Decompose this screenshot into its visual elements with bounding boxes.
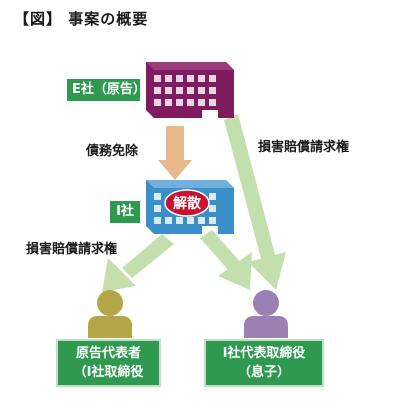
damage-claim-label-left: 損害賠償請求権 — [26, 242, 118, 257]
plaintiff-name-box: 原告代表者 （I社取締役 — [56, 339, 161, 387]
arrow-i-to-director — [200, 230, 252, 290]
plaintiff-person-icon — [88, 290, 132, 338]
damage-claim-label-right: 損害賠償請求権 — [258, 140, 350, 155]
dissolution-seal: 解散 — [164, 189, 210, 217]
director-name-box: I社代表取締役 （息子） — [204, 339, 324, 387]
director-role-line2: （息子） — [237, 365, 290, 380]
arrow-e-to-director — [224, 114, 286, 290]
debt-exemption-label: 債務免除 — [86, 144, 139, 159]
arrow-exemption — [158, 126, 192, 180]
director-role-line1: I社代表取締役 — [222, 346, 306, 361]
company-e-label: E社（原告） — [67, 79, 146, 101]
diagram-title: 【図】 事案の概要 — [14, 10, 149, 28]
plaintiff-role-line1: 原告代表者 — [75, 346, 141, 361]
arrow-i-to-plaintiff — [102, 234, 174, 292]
company-e-building-icon — [146, 62, 234, 118]
director-person-icon — [244, 290, 288, 338]
plaintiff-role-line2: （I社取締役 — [73, 365, 144, 380]
seal-text: 解散 — [173, 195, 202, 212]
company-i-label: I社 — [110, 201, 140, 223]
